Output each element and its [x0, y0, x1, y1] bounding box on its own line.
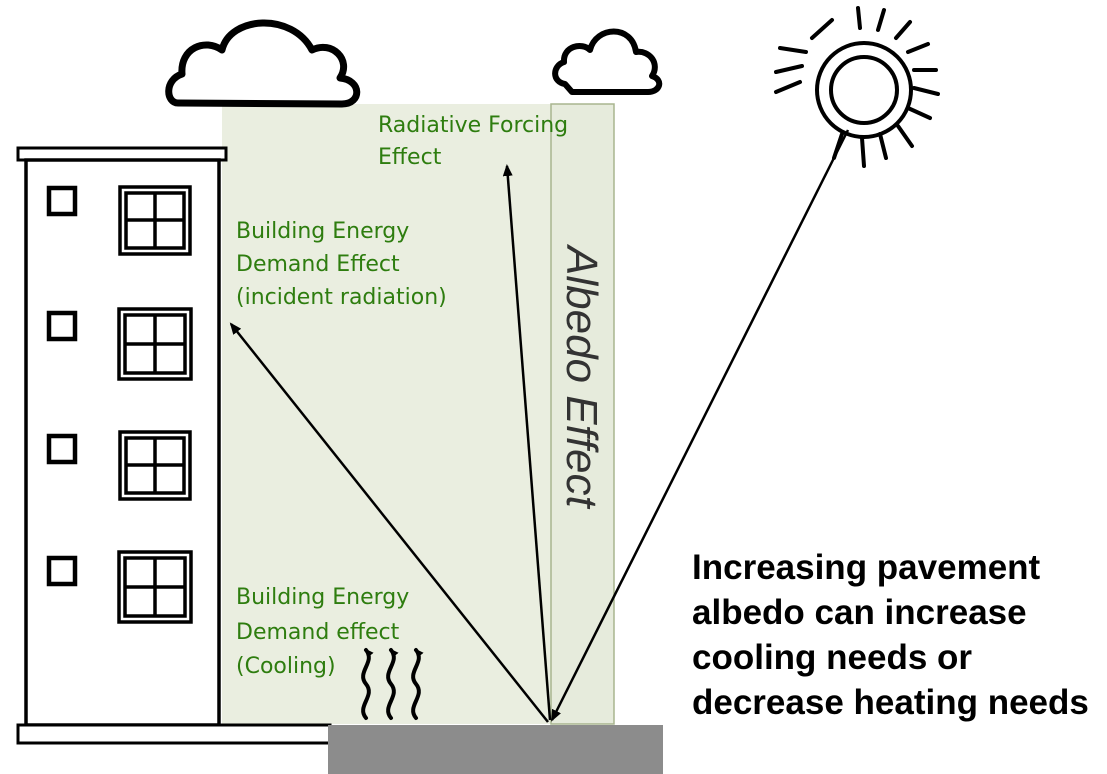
cooling-effect-label: Building Energy Demand effect (Cooling)	[236, 585, 416, 679]
incoming-solar-arrow	[550, 129, 850, 722]
incident-radiation-arrow	[229, 322, 549, 723]
caption-text: Increasing pavement albedo can increase …	[692, 548, 1089, 722]
pavement	[328, 725, 663, 774]
albedo-effect-label: Albedo Effect	[557, 243, 606, 509]
sun-icon	[774, 6, 940, 168]
albedo-column	[550, 103, 615, 725]
heat-wave-icon	[361, 648, 424, 720]
cloud-icon	[165, 19, 361, 108]
incident-radiation-label: Building Energy Demand Effect (incident …	[236, 219, 447, 310]
radiative-forcing-label: Radiative Forcing Effect	[378, 113, 575, 170]
radiative-forcing-arrow	[502, 164, 552, 721]
cloud-icon	[552, 28, 663, 95]
shaded-panel	[222, 104, 614, 724]
building-icon	[16, 146, 332, 745]
